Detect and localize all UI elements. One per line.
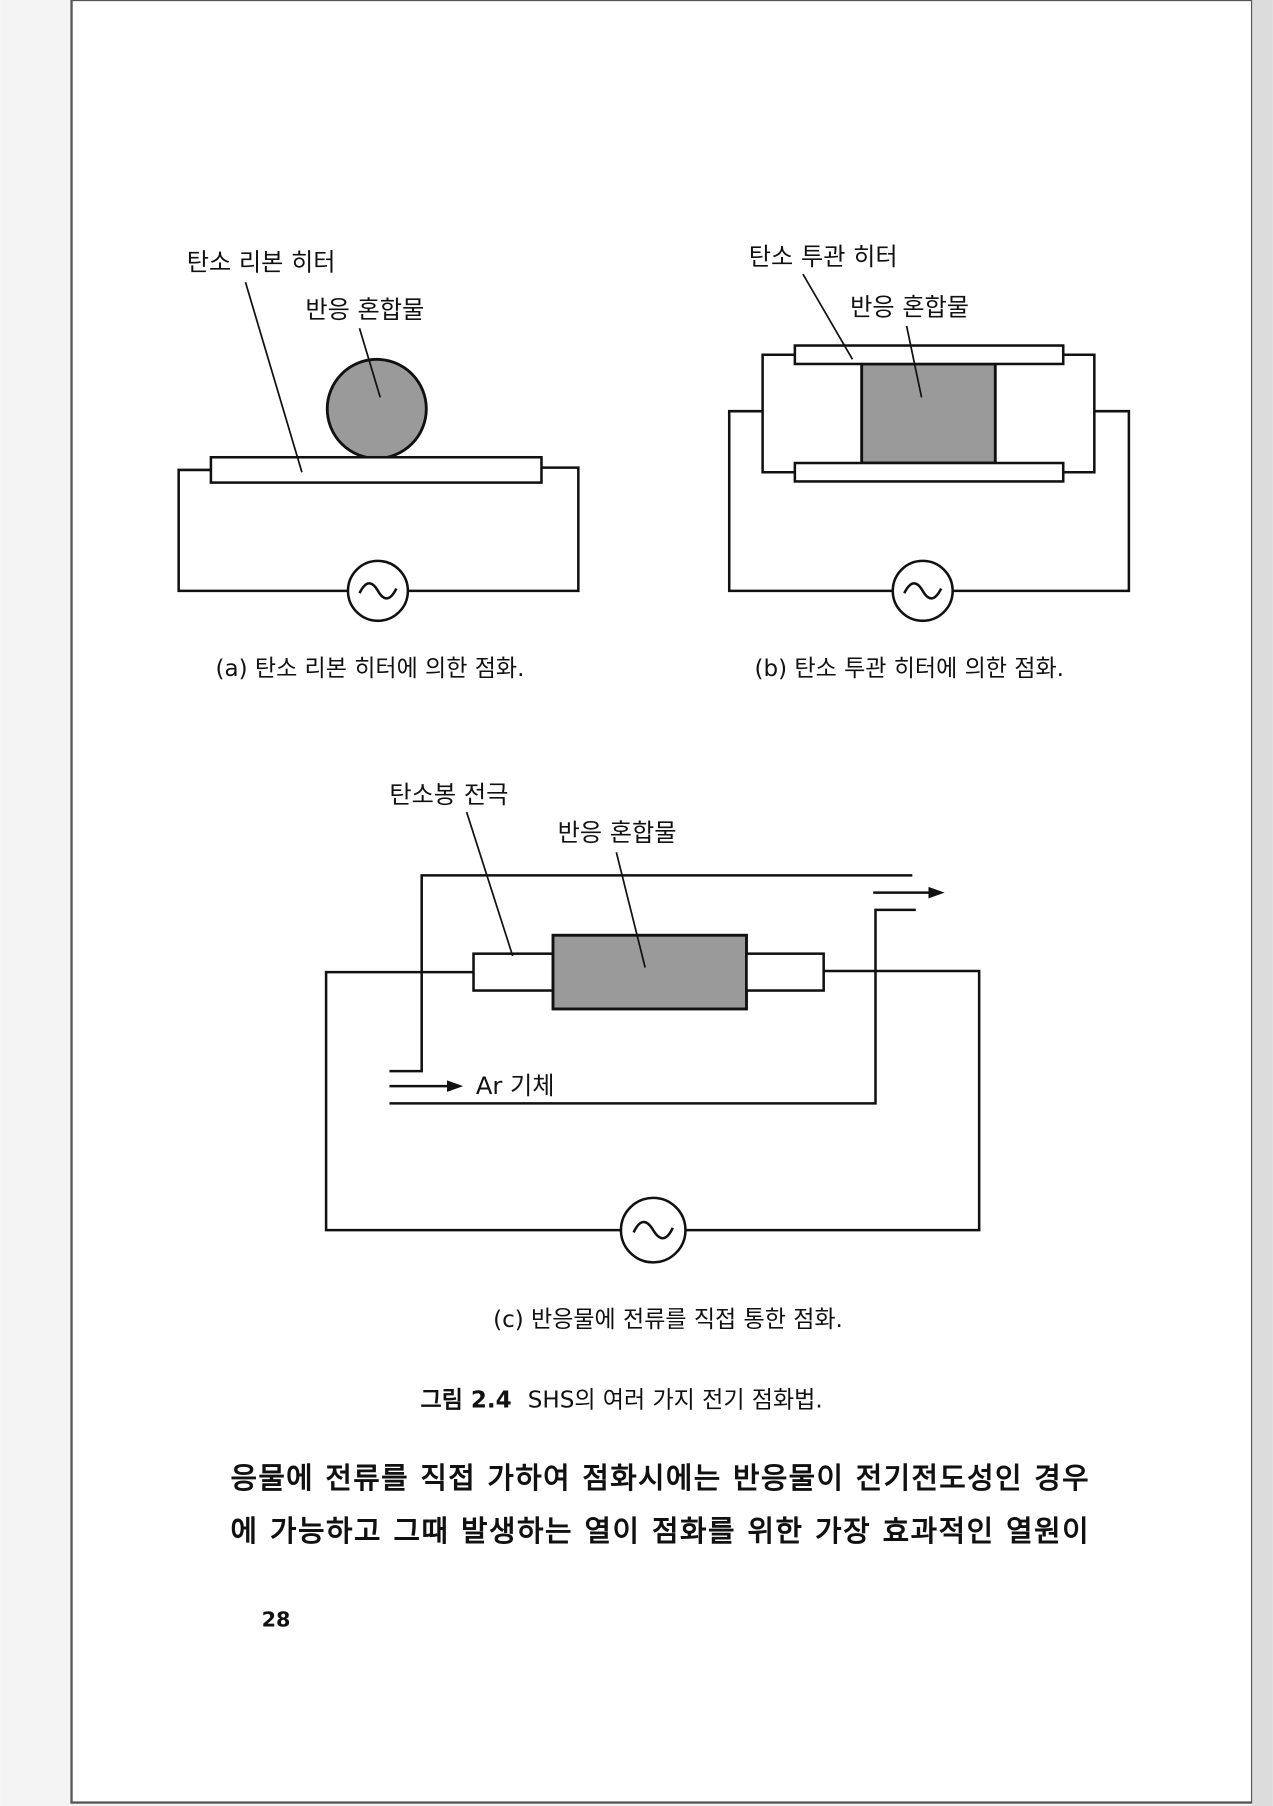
- figure-caption: 그림 2.4 SHS의 여러 가지 전기 점화법.: [421, 1387, 823, 1413]
- body-line: 에 가능하고 그때 발생하는 열이 점화를 위한 가장 효과적인 열원이: [230, 1514, 1088, 1548]
- label-carbon-ribbon-heater: 탄소 리본 히터: [187, 249, 336, 277]
- page-sheet: [70, 0, 1254, 1804]
- label-carbon-rod-electrode: 탄소봉 전극: [389, 781, 508, 809]
- label-carbon-tube-heater: 탄소 투관 히터: [749, 243, 898, 271]
- figure-b-tube-heater: 탄소 투관 히터 반응 혼합물 (b) 탄소 투관 히터에 의한 점화.: [727, 243, 1131, 682]
- caption-a: (a) 탄소 리본 히터에 의한 점화.: [216, 656, 525, 682]
- caption-c: (c) 반응물에 전류를 직접 통한 점화.: [493, 1307, 843, 1333]
- label-reaction-mixture: 반응 혼합물: [305, 296, 424, 324]
- carbon-ribbon-heater: [209, 455, 543, 484]
- carbon-rod-electrode-left: [472, 952, 555, 992]
- caption-b: (b) 탄소 투관 히터에 의한 점화.: [755, 656, 1064, 682]
- figure-c-direct-current: 탄소봉 전극 반응 혼합물 Ar 기체 (c) 반응물에 전류를 직접 통한 점…: [324, 781, 981, 1333]
- carbon-rod-electrode-right: [745, 952, 825, 992]
- label-ar-gas: Ar 기체: [476, 1072, 555, 1100]
- reaction-mixture-sphere: [325, 357, 428, 460]
- gas-outlet-arrow-icon: [873, 886, 945, 899]
- figure-title: SHS의 여러 가지 전기 점화법.: [528, 1387, 823, 1413]
- reaction-mixture-block: [551, 933, 748, 1011]
- figure-number: 그림 2.4: [421, 1387, 512, 1413]
- carbon-tube-heater-bottom: [793, 461, 1065, 483]
- carbon-tube-heater-top: [793, 344, 1065, 366]
- body-line: 응물에 전류를 직접 가하여 점화시에는 반응물이 전기전도성인 경우: [230, 1461, 1088, 1495]
- ac-source-icon: [891, 559, 954, 623]
- page-number: 28: [262, 1607, 291, 1631]
- gas-inlet-arrow-icon: [389, 1080, 464, 1092]
- ac-source-icon: [346, 559, 410, 623]
- reaction-mixture-block: [860, 362, 997, 465]
- label-reaction-mixture: 반응 혼합물: [850, 294, 969, 322]
- figure-a-ribbon-heater: 탄소 리본 히터 반응 혼합물 (a) 탄소 리본 히터에 의한 점화.: [177, 249, 580, 682]
- ac-source-icon: [619, 1196, 687, 1264]
- label-reaction-mixture: 반응 혼합물: [558, 819, 677, 847]
